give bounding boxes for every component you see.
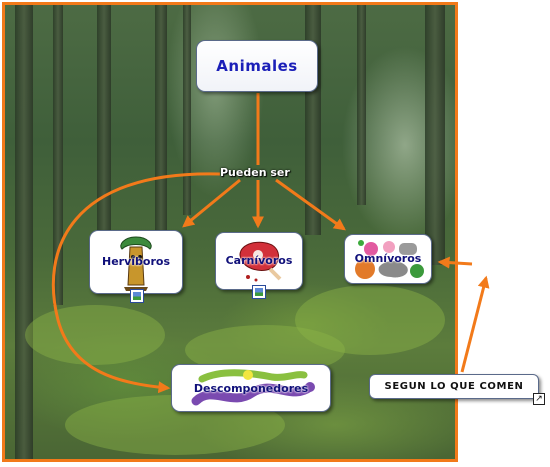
concept-descomponedores[interactable]: Descomponedores <box>171 364 331 412</box>
concept-herviboros[interactable]: Hervíboros <box>89 230 183 303</box>
omnivore-illustration <box>355 240 424 279</box>
concept-omnivoros[interactable]: Omnívoros <box>344 234 432 284</box>
linking-phrase: Pueden ser <box>220 166 290 179</box>
tree-trunk <box>425 5 445 265</box>
concept-carnivoros[interactable]: Carnívoros <box>215 232 303 299</box>
concept-label: Carnívoros <box>225 254 293 267</box>
concept-root-label: Animales <box>216 57 298 75</box>
tree-trunk <box>53 5 63 305</box>
moss-patch <box>295 285 445 355</box>
tree-trunk <box>183 5 191 215</box>
tree-trunk <box>357 5 366 205</box>
concept-root-animales[interactable]: Animales <box>196 40 318 92</box>
moss-patch <box>25 305 165 365</box>
shortcut-arrow-icon[interactable]: ↗ <box>533 393 545 405</box>
carnivore-illustration <box>239 241 282 282</box>
decomposer-illustration <box>191 369 315 406</box>
image-icon[interactable] <box>252 285 266 299</box>
concept-label: Hervíboros <box>102 255 170 268</box>
image-icon[interactable] <box>130 289 144 303</box>
tree-trunk <box>97 5 111 245</box>
arrow-into-omnivoros <box>437 256 473 269</box>
concept-label: Omnívoros <box>354 252 422 265</box>
arrow-to-descomponedores <box>51 172 221 394</box>
note-segun-lo-que-comen[interactable]: SEGUN LO QUE COMEN <box>369 374 539 399</box>
note-label: SEGUN LO QUE COMEN <box>384 381 524 392</box>
concept-label: Descomponedores <box>193 382 309 395</box>
tree-trunk <box>15 5 33 459</box>
arrow-to-omnivoros <box>275 178 346 231</box>
arrow-note-to-linking-point <box>460 275 490 373</box>
arrow-to-herviboros <box>182 178 241 228</box>
